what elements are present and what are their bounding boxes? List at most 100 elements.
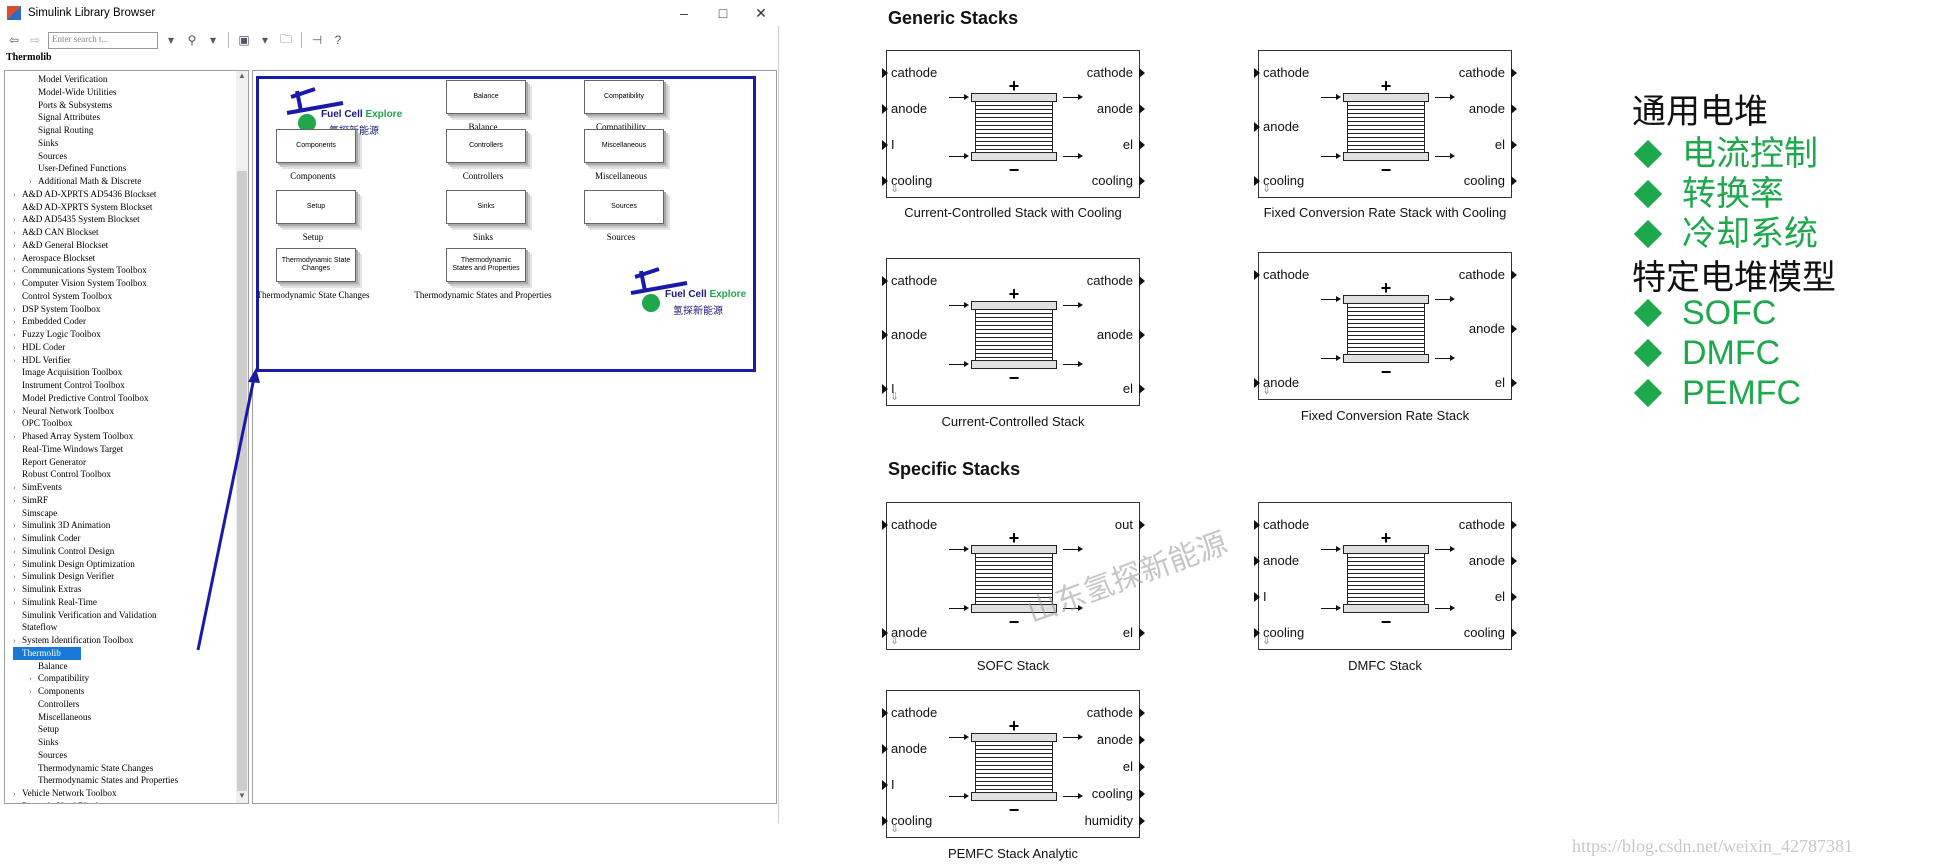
tree-item[interactable]: ›Communications System Toolbox xyxy=(13,264,147,277)
library-balance[interactable]: Balance Balance xyxy=(413,76,553,136)
chevron-right-icon[interactable]: › xyxy=(13,585,16,594)
chevron-right-icon[interactable]: › xyxy=(13,355,16,365)
library-miscellaneous[interactable]: Miscellaneous Miscellaneous xyxy=(551,125,691,185)
library-controllers[interactable]: Controllers Controllers xyxy=(413,125,553,185)
chevron-right-icon[interactable]: › xyxy=(13,189,16,199)
library-compatibility[interactable]: Compatibility Compatibility xyxy=(551,76,691,136)
tree-item[interactable]: ›A&D AD-XPRTS AD5436 Blockset xyxy=(13,188,156,201)
tree-item[interactable]: Sinks xyxy=(29,137,58,150)
tree-item[interactable]: Stateflow xyxy=(13,621,57,634)
chevron-right-icon[interactable]: › xyxy=(13,521,16,531)
tree-item[interactable]: ›Simulink Extras xyxy=(13,583,81,596)
tree-item[interactable]: ›HDL Coder xyxy=(13,341,65,354)
tree-item[interactable]: Controllers xyxy=(29,698,79,711)
tree-item[interactable]: ›Computer Vision System Toolbox xyxy=(13,277,147,290)
tree-item[interactable]: Report Generator xyxy=(13,456,86,469)
chevron-right-icon[interactable]: › xyxy=(13,597,16,607)
tree-item[interactable]: ›Compatibility xyxy=(29,672,89,685)
tree-item[interactable]: ›DSP System Toolbox xyxy=(13,303,101,316)
chevron-right-icon[interactable]: › xyxy=(13,534,16,543)
tree-item[interactable]: Real-Time Windows Target xyxy=(13,443,123,456)
tree-item[interactable]: Simulink Verification and Validation xyxy=(13,609,157,622)
chevron-right-icon[interactable]: › xyxy=(13,546,16,556)
tree-item[interactable]: Miscellaneous xyxy=(29,711,91,724)
chevron-right-icon[interactable]: › xyxy=(29,687,32,696)
chevron-right-icon[interactable]: › xyxy=(13,215,16,225)
library-thermodynamic-state-changes[interactable]: Thermodynamic State Changes Thermodynami… xyxy=(243,244,383,304)
tree-item[interactable]: Sources xyxy=(29,150,67,163)
tree-item[interactable]: ›Fuzzy Logic Toolbox xyxy=(13,328,101,341)
tree-item[interactable]: ›Simulink Control Design xyxy=(13,545,114,558)
chevron-right-icon[interactable]: › xyxy=(13,432,16,441)
tree-item[interactable]: Sinks xyxy=(29,736,58,749)
tree-item[interactable]: Signal Routing xyxy=(29,124,93,137)
scroll-up-icon[interactable]: ▲ xyxy=(238,71,246,80)
scroll-down-icon[interactable]: ▼ xyxy=(238,791,246,800)
chevron-right-icon[interactable]: › xyxy=(13,253,16,263)
tree-item[interactable]: ›System Identification Toolbox xyxy=(13,634,133,647)
chevron-right-icon[interactable]: › xyxy=(13,342,16,352)
chevron-right-icon[interactable]: › xyxy=(13,483,16,492)
chevron-right-icon[interactable]: › xyxy=(13,266,16,276)
close-button[interactable]: ✕ xyxy=(755,5,767,21)
chevron-right-icon[interactable]: › xyxy=(13,304,16,314)
dropdown-icon[interactable]: ▾ xyxy=(261,33,269,47)
tree-item[interactable]: ›A&D CAN Blockset xyxy=(13,226,99,239)
tree-item[interactable]: Image Acquisition Toolbox xyxy=(13,366,122,379)
tree-item[interactable]: Thermodynamic State Changes xyxy=(29,762,153,775)
tree-item[interactable]: A&D AD-XPRTS System Blockset xyxy=(13,201,152,214)
library-sources[interactable]: Sources Sources xyxy=(551,186,691,246)
chevron-down-icon[interactable]: ⌄ xyxy=(13,648,20,658)
dropdown-icon[interactable]: ▾ xyxy=(167,33,175,47)
chevron-right-icon[interactable]: › xyxy=(13,495,16,505)
tree-item[interactable]: Signal Attributes xyxy=(29,111,100,124)
library-thermodynamic-states-properties[interactable]: Thermodynamic States and Properties Ther… xyxy=(413,244,553,304)
chevron-right-icon[interactable]: › xyxy=(29,674,32,684)
dropdown-icon[interactable]: ▾ xyxy=(209,33,217,47)
tree-item[interactable]: ⌄Thermolib xyxy=(13,646,81,660)
back-icon[interactable]: ⇦ xyxy=(8,33,20,47)
chevron-right-icon[interactable]: › xyxy=(13,559,16,569)
tree-item[interactable]: User-Defined Functions xyxy=(29,162,126,175)
tree-item[interactable]: ›Simulink Coder xyxy=(13,532,80,545)
tree-item[interactable]: ›Neural Network Toolbox xyxy=(13,405,114,418)
open-folder-icon[interactable]: 🗀 xyxy=(279,31,292,46)
tree-item[interactable]: ›A&D General Blockset xyxy=(13,239,108,252)
tree-item[interactable]: Instrument Control Toolbox xyxy=(13,379,125,392)
help-icon[interactable]: ? xyxy=(334,33,342,47)
chevron-right-icon[interactable]: › xyxy=(13,317,16,327)
chevron-right-icon[interactable]: › xyxy=(13,406,16,416)
library-setup[interactable]: Setup Setup xyxy=(243,186,383,246)
tree-item[interactable]: ›Embedded Coder xyxy=(13,315,86,328)
tree-item[interactable]: ›Simulink Design Optimization xyxy=(13,558,135,571)
chevron-right-icon[interactable]: › xyxy=(29,177,32,186)
find-icon[interactable]: ⚲ xyxy=(187,33,197,47)
new-model-icon[interactable]: ▣ xyxy=(238,33,250,47)
tree-item[interactable]: Ports & Subsystems xyxy=(29,99,112,112)
tree-item[interactable]: Setup xyxy=(29,723,59,736)
search-input[interactable]: Enter search t... xyxy=(48,31,158,49)
library-sinks[interactable]: Sinks Sinks xyxy=(413,186,553,246)
tree-item[interactable]: ›SimEvents xyxy=(13,481,62,494)
library-components[interactable]: Components Components xyxy=(243,125,383,185)
tree-item[interactable]: Recently Used Blocks xyxy=(13,800,104,803)
tree-item[interactable]: Model Verification xyxy=(29,73,107,86)
minimize-button[interactable]: – xyxy=(680,5,688,21)
chevron-right-icon[interactable]: › xyxy=(13,572,16,582)
tree-item[interactable]: ›SimRF xyxy=(13,494,48,507)
chevron-right-icon[interactable]: › xyxy=(13,789,16,798)
tree-item[interactable]: ›Aerospace Blockset xyxy=(13,252,95,265)
tree-item[interactable]: ›HDL Verifier xyxy=(13,354,71,367)
tree-item[interactable]: Simscape xyxy=(13,507,57,520)
tree-item[interactable]: ›Phased Array System Toolbox xyxy=(13,430,133,443)
tree-item[interactable]: Robust Control Toolbox xyxy=(13,468,111,481)
chevron-right-icon[interactable]: › xyxy=(13,636,16,645)
forward-icon[interactable]: ⇨ xyxy=(29,33,41,47)
tree-item[interactable]: ›Simulink Design Verifier xyxy=(13,570,114,583)
pin-icon[interactable]: ⊣ xyxy=(311,33,323,47)
chevron-right-icon[interactable]: › xyxy=(13,228,16,237)
